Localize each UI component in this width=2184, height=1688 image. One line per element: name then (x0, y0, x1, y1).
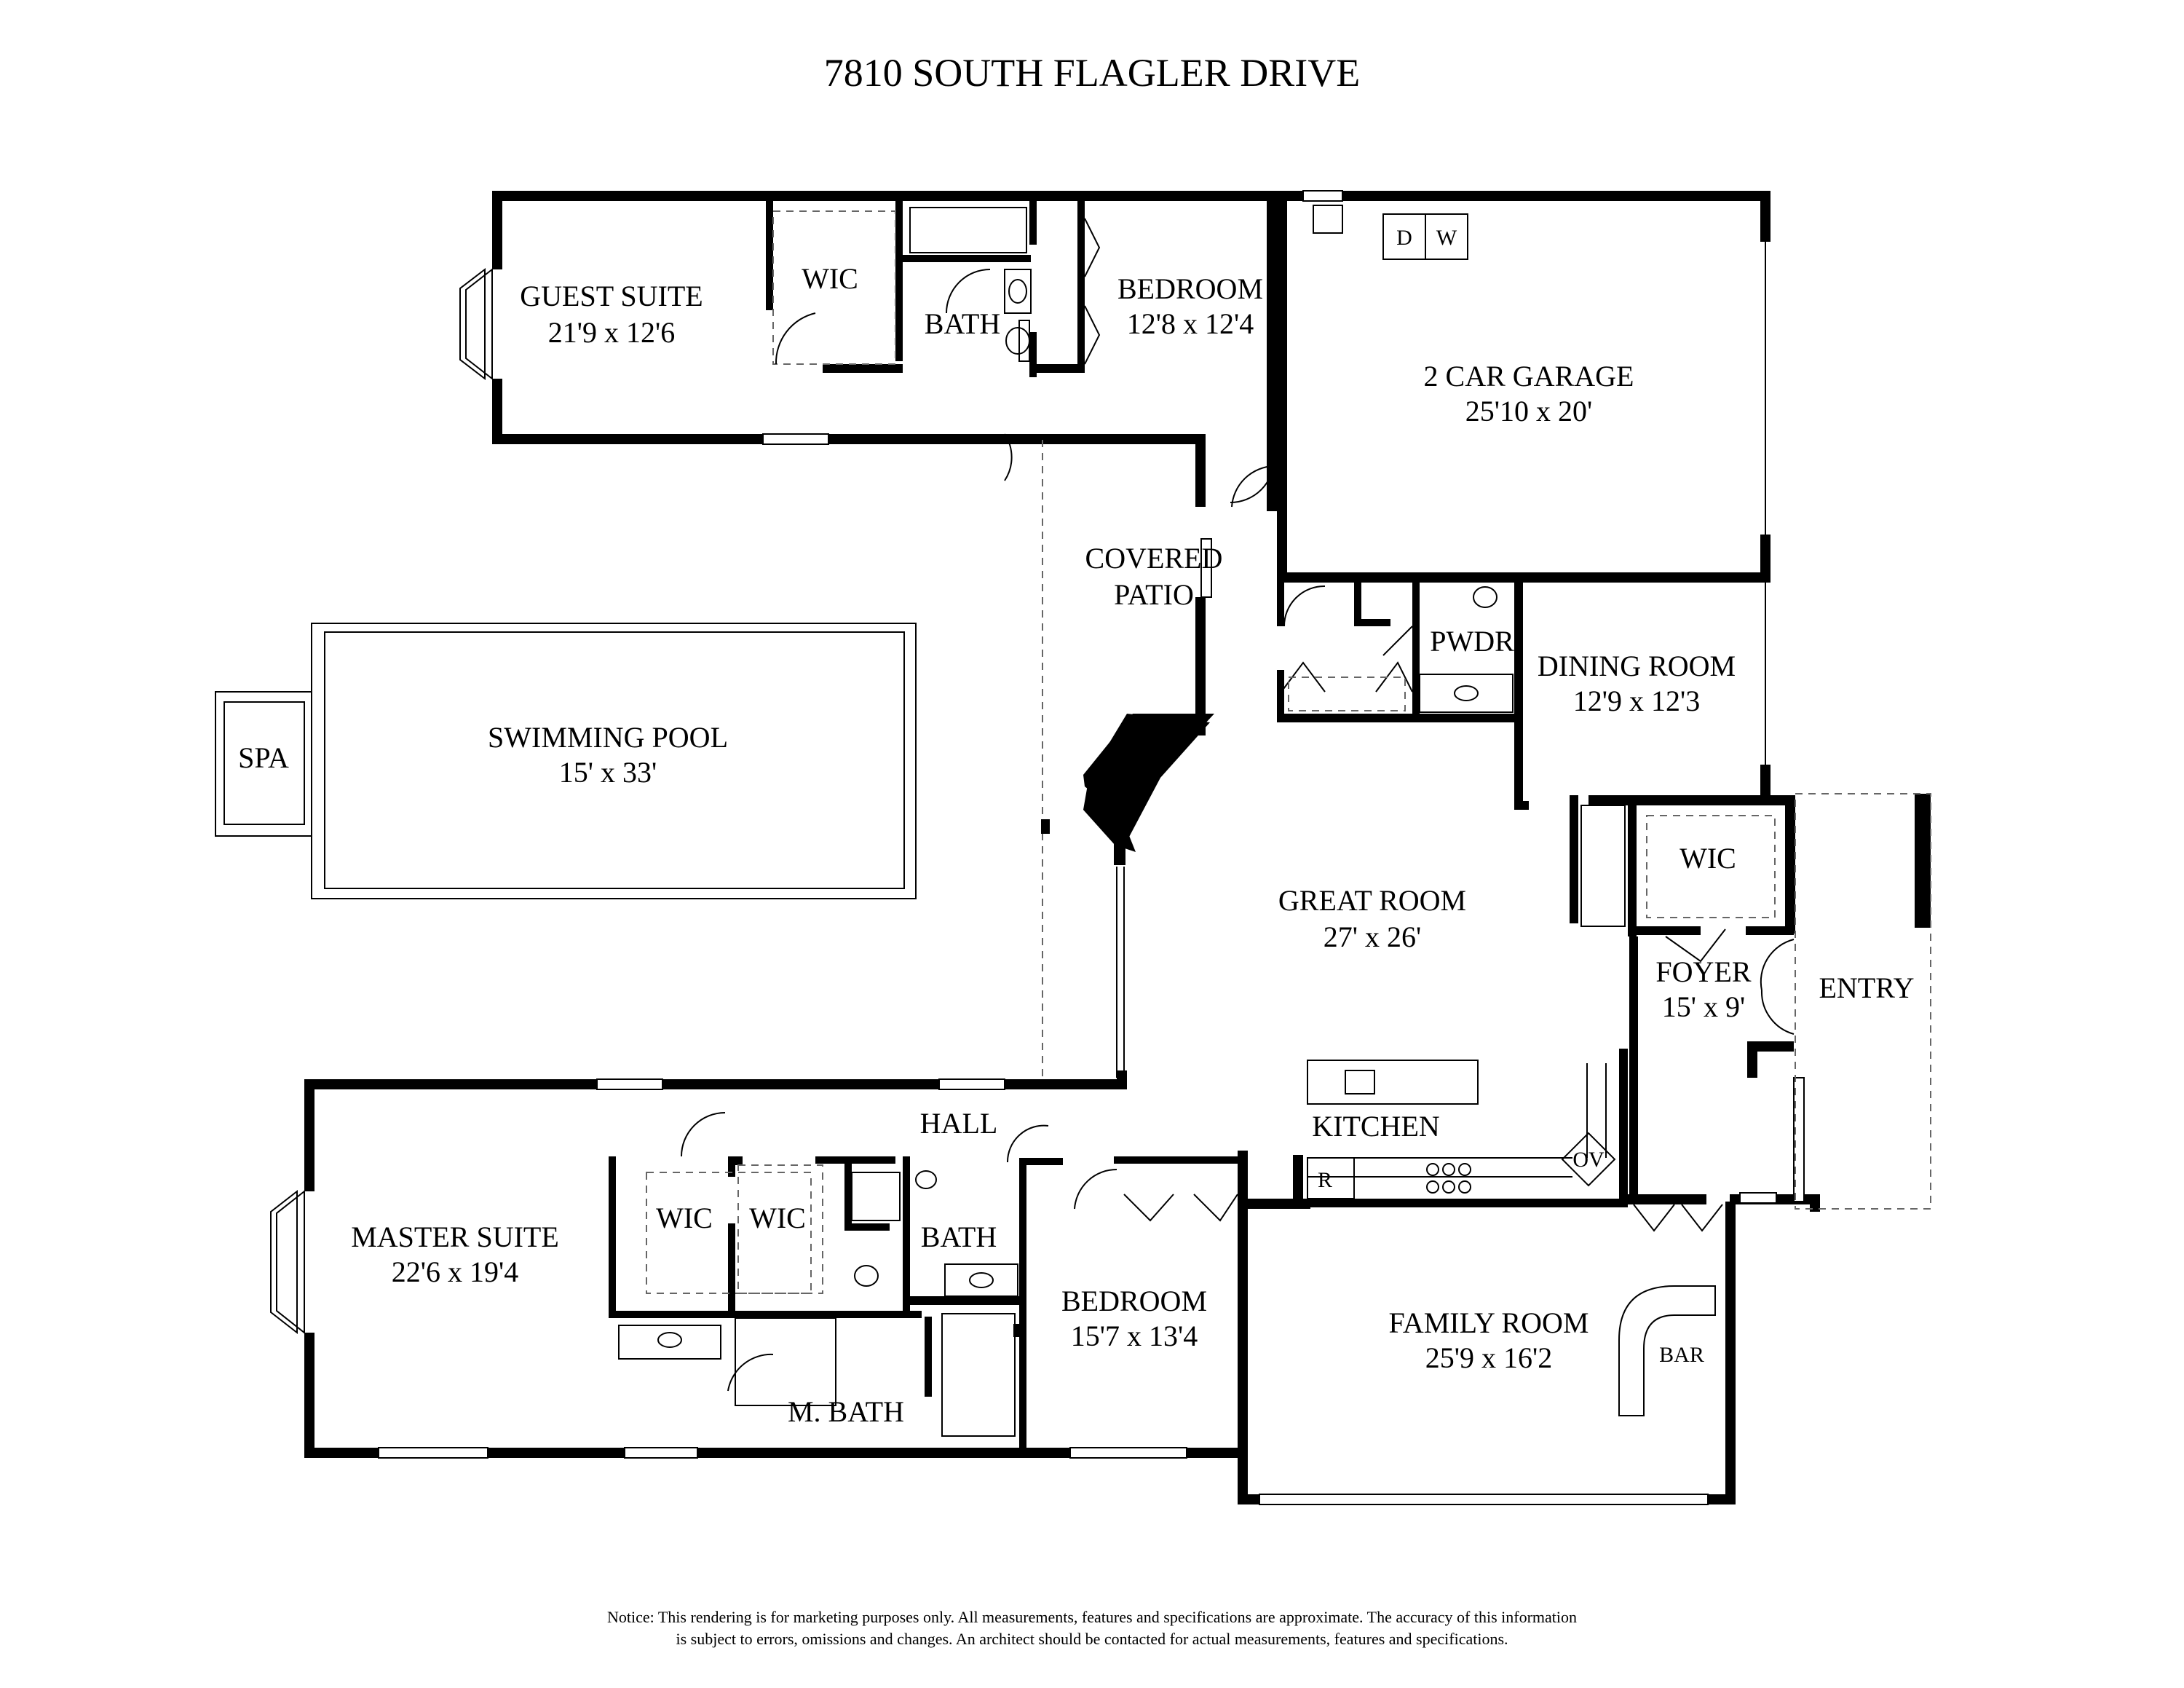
guest-suite-label: GUEST SUITE (520, 280, 703, 312)
family-room-door-right[interactable] (1681, 1204, 1723, 1232)
kitchen-sink-icon (1345, 1070, 1375, 1095)
guest-suite-dims: 21'9 x 12'6 (548, 316, 675, 349)
pwdr-vanity (1419, 674, 1514, 713)
bedroom-south-label: BEDROOM (1061, 1285, 1207, 1317)
foyer-label: FOYER (1655, 955, 1751, 988)
pool-dims: 15' x 33' (559, 756, 657, 789)
guest-bath-label: BATH (925, 307, 1000, 340)
garage-label: 2 CAR GARAGE (1424, 360, 1634, 393)
master-window-3 (378, 1447, 488, 1459)
bedroom-north-dims: 12'8 x 12'4 (1127, 307, 1254, 340)
great-room-label: GREAT ROOM (1278, 884, 1466, 917)
great-room-dims: 27' x 26' (1324, 920, 1421, 953)
kitchen-label: KITCHEN (1312, 1110, 1440, 1143)
foyer-dims: 15' x 9' (1662, 990, 1745, 1023)
bedroom-south-dims: 15'7 x 13'4 (1071, 1320, 1198, 1352)
garage-dims: 25'10 x 20' (1465, 395, 1592, 427)
covered-patio-label-1: COVERED (1085, 542, 1223, 575)
patio-window (1200, 538, 1212, 598)
entry-label: ENTRY (1819, 971, 1914, 1004)
sink-icon (1004, 269, 1032, 314)
master-window-2 (938, 1078, 1005, 1090)
guest-suite-patio-door[interactable] (1004, 433, 1013, 481)
hall-shower-icon (851, 1172, 901, 1221)
master-vanity (618, 1325, 721, 1360)
hall-bathtub-icon (941, 1313, 1016, 1437)
plan-title: 7810 SOUTH FLAGLER DRIVE (824, 51, 1361, 95)
oven-label: OV (1572, 1148, 1605, 1172)
hall-bath-door[interactable] (1006, 1124, 1049, 1163)
hall-label: HALL (920, 1107, 998, 1140)
family-room-door-left[interactable] (1633, 1204, 1675, 1232)
master-bath-label: M. BATH (788, 1395, 904, 1428)
entry-window (1793, 1077, 1805, 1202)
foyer-wic-label: WIC (1679, 842, 1736, 875)
bedroom-closet-door[interactable] (1084, 218, 1101, 277)
spa-label: SPA (238, 741, 289, 774)
front-door-right[interactable] (1760, 990, 1795, 1035)
dryer-label: D (1396, 226, 1412, 250)
master-suite-dims: 22'6 x 19'4 (392, 1255, 518, 1288)
master-wic-2-label: WIC (749, 1202, 806, 1234)
notice-line-1: Notice: This rendering is for marketing … (607, 1608, 1577, 1626)
pwdr-label: PWDR (1430, 625, 1514, 658)
utility-sink-icon (1313, 205, 1343, 234)
family-room-label: FAMILY ROOM (1389, 1306, 1589, 1339)
hall-vanity (944, 1263, 1018, 1297)
master-suite-door[interactable] (681, 1112, 726, 1157)
guest-bath-door[interactable] (946, 269, 991, 314)
master-bath-door[interactable] (727, 1353, 774, 1392)
family-room-dims: 25'9 x 16'2 (1425, 1341, 1552, 1374)
master-wic-1-label: WIC (656, 1202, 713, 1234)
pool-label: SWIMMING POOL (488, 721, 728, 754)
bedroom-north-label: BEDROOM (1117, 272, 1263, 305)
family-room-slider (1259, 1494, 1709, 1505)
foyer-walls (1570, 794, 1931, 1212)
pwdr-door[interactable] (1382, 626, 1413, 656)
dining-room-label: DINING ROOM (1538, 650, 1736, 682)
dining-room-dims: 12'9 x 12'3 (1573, 685, 1700, 717)
bar-counter (1618, 1285, 1716, 1416)
guest-wic-door[interactable] (775, 312, 816, 365)
washer-label: W (1436, 226, 1457, 250)
refrigerator-label: R (1318, 1168, 1332, 1192)
dining-area-walls (1277, 583, 1770, 810)
north-window-2 (1302, 190, 1343, 202)
notice-line-2: is subject to errors, omissions and chan… (676, 1630, 1508, 1648)
master-bath-window (624, 1447, 698, 1459)
bedroom-south-closet-left[interactable] (1123, 1194, 1174, 1222)
bedroom-south-closet-right[interactable] (1193, 1194, 1238, 1222)
laundry-door[interactable] (1283, 585, 1326, 627)
south-wing-walls (270, 1070, 1736, 1504)
foyer-wic-door[interactable] (1665, 928, 1726, 963)
covered-patio-label-2: PATIO (1114, 578, 1194, 611)
master-toilet-icon (854, 1265, 879, 1287)
hall-bath-label: BATH (921, 1220, 997, 1253)
front-door-left[interactable] (1760, 939, 1795, 991)
swimming-pool (215, 623, 917, 899)
hall-toilet-icon (915, 1170, 937, 1189)
master-suite-label: MASTER SUITE (351, 1220, 559, 1253)
north-window-1 (762, 433, 829, 445)
bedroom-patio-door[interactable] (1231, 465, 1275, 508)
bathtub-icon (909, 207, 1027, 253)
kitchen-island (1307, 1060, 1479, 1105)
pwdr-toilet-icon (1473, 586, 1497, 608)
guest-wic-label: WIC (802, 262, 858, 295)
spa (215, 691, 312, 837)
bedroom-south-door[interactable] (1074, 1168, 1117, 1210)
kitchen-counter (1307, 1063, 1616, 1199)
master-window-1 (596, 1078, 663, 1090)
garage-walls (1277, 191, 1770, 583)
master-shower-icon (735, 1317, 836, 1406)
bar-label: BAR (1659, 1343, 1704, 1367)
toilet-icon (1005, 327, 1030, 355)
bedroom-south-window (1069, 1447, 1187, 1459)
foyer-window (1739, 1192, 1777, 1204)
